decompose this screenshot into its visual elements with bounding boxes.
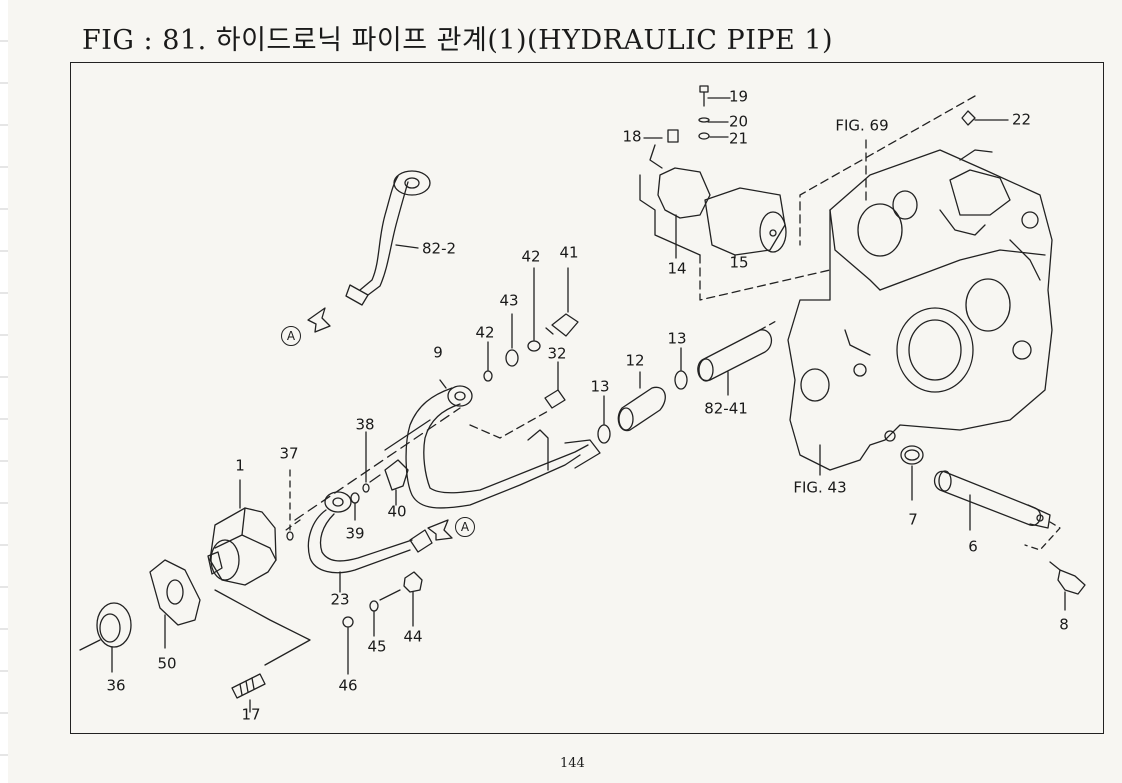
callout-14: 14 — [667, 259, 687, 278]
callout-23: 23 — [330, 590, 350, 609]
callout-1: 1 — [235, 456, 245, 475]
pipe-82-2 — [345, 170, 431, 306]
callout-21: 21 — [729, 129, 749, 148]
callout-20: 20 — [729, 112, 749, 131]
callout-37: 37 — [279, 444, 299, 463]
callout-82-41: 82-41 — [704, 399, 748, 418]
callout-45: 45 — [367, 637, 387, 656]
callout-fig69: FIG. 69 — [835, 116, 889, 135]
oil-seal-36 — [79, 602, 132, 673]
part-22-washer — [961, 110, 976, 126]
connection-arrows — [307, 307, 453, 541]
transmission-housing — [787, 149, 1053, 471]
callout-41: 41 — [559, 243, 579, 262]
page-number: 144 — [560, 756, 585, 771]
marker-a-top: A — [281, 326, 301, 346]
callout-32: 32 — [547, 344, 567, 363]
diagram-frame — [70, 62, 1104, 734]
callout-44: 44 — [403, 627, 423, 646]
callout-7: 7 — [908, 510, 918, 529]
callout-fig43: FIG. 43 — [793, 478, 847, 497]
callout-82-2: 82-2 — [422, 239, 457, 258]
callout-42-bottom: 42 — [475, 323, 495, 342]
callout-12: 12 — [625, 351, 645, 370]
fitting-40 — [350, 431, 409, 521]
gasket-50 — [149, 559, 201, 649]
callout-15: 15 — [729, 253, 749, 272]
callout-38: 38 — [355, 415, 375, 434]
coupling-12-13 — [597, 319, 779, 444]
oil-filter-assembly — [639, 85, 787, 259]
callout-13-right: 13 — [667, 329, 687, 348]
nut-washers-44-46 — [342, 571, 423, 675]
callout-43: 43 — [499, 291, 519, 310]
shaft-17 — [231, 673, 266, 713]
callout-17: 17 — [241, 705, 261, 724]
callout-6: 6 — [968, 537, 978, 556]
callout-46: 46 — [338, 676, 358, 695]
pipe-9 — [384, 379, 601, 509]
callout-8: 8 — [1059, 615, 1069, 634]
callout-42-top: 42 — [521, 247, 541, 266]
callout-39: 39 — [345, 524, 365, 543]
fig69-leaders — [699, 95, 976, 301]
fitting-32 — [469, 361, 566, 439]
callout-18: 18 — [622, 127, 642, 146]
page-title: FIG : 81. 하이드로닉 파이프 관계(1)(HYDRAULIC PIPE… — [82, 25, 834, 56]
centerline — [294, 407, 461, 521]
callout-9: 9 — [433, 343, 443, 362]
callout-22: 22 — [1012, 110, 1032, 129]
marker-a-middle: A — [455, 517, 475, 537]
hydraulic-pump-1 — [207, 469, 311, 666]
callout-50: 50 — [157, 654, 177, 673]
scan-edge — [0, 0, 8, 783]
callout-13-left: 13 — [590, 377, 610, 396]
pipe-23 — [285, 491, 433, 593]
callout-40: 40 — [387, 502, 407, 521]
pipe-6-assembly — [900, 445, 1086, 611]
callout-19: 19 — [729, 87, 749, 106]
sensor-41 — [483, 267, 579, 382]
callout-36: 36 — [106, 676, 126, 695]
